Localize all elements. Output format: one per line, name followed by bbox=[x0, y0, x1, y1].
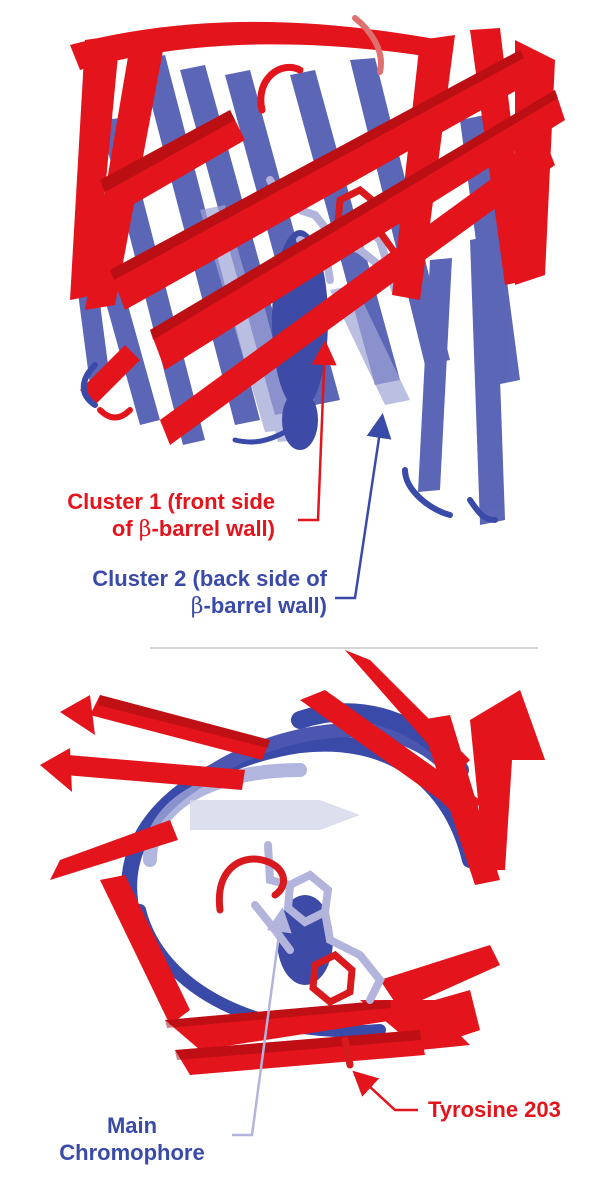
cluster1-label: Cluster 1 (front side of β-barrel wall) bbox=[67, 488, 275, 543]
cluster2-label: Cluster 2 (back side of β-barrel wall) bbox=[92, 565, 327, 620]
tyrosine-leader-line bbox=[356, 1074, 418, 1110]
tyrosine-203-label: Tyrosine 203 bbox=[428, 1096, 561, 1123]
beta-symbol: β bbox=[139, 517, 152, 542]
cluster2-label-line1: Cluster 2 (back side of bbox=[92, 565, 327, 592]
cluster2-leader-line bbox=[335, 418, 382, 598]
cluster1-label-line2: of β-barrel wall) bbox=[67, 515, 275, 543]
cluster2-label-line2: β-barrel wall) bbox=[92, 592, 327, 620]
faded-strand-arrow bbox=[190, 800, 360, 830]
main-chromophore-label-line1: Main bbox=[32, 1112, 232, 1139]
main-chromophore-label-line2: Chromophore bbox=[32, 1139, 232, 1166]
main-chromophore-label: Main Chromophore bbox=[32, 1112, 232, 1166]
bottom-barrel-top-view bbox=[40, 650, 545, 1135]
beta-symbol: β bbox=[191, 594, 204, 619]
cluster1-label-line1: Cluster 1 (front side bbox=[67, 488, 275, 515]
